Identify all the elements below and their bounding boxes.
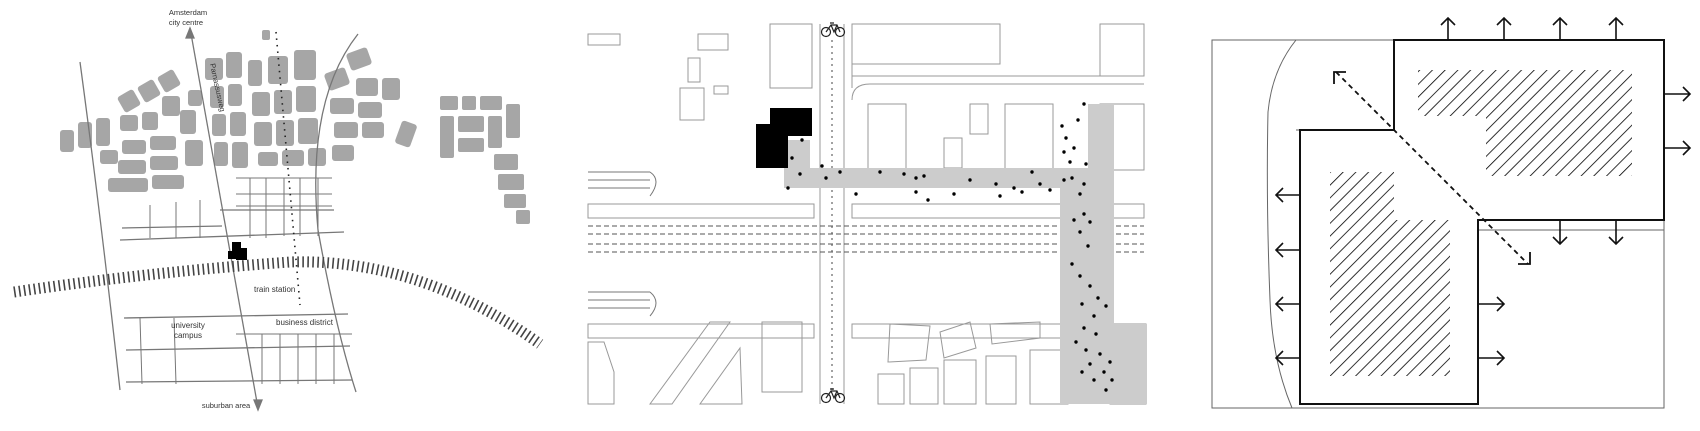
label-university-2: campus (174, 331, 202, 340)
hatched-volume-north (1418, 70, 1632, 176)
rail-tracks (588, 225, 1144, 253)
context-map: Amsterdam city centre Parnassusweg train… (13, 8, 544, 412)
metro-line (275, 31, 301, 306)
bicycle-icon (820, 388, 846, 404)
building-diagram-panel (1200, 0, 1700, 426)
label-university-1: university (171, 321, 205, 330)
public-plaza (784, 104, 1114, 404)
label-north-2: city centre (169, 18, 203, 27)
building-outline (1299, 39, 1665, 405)
plaza-south (1090, 324, 1146, 404)
canal-edge (1266, 39, 1297, 409)
city-blocks (60, 30, 530, 224)
hatched-volume-south (1330, 172, 1450, 376)
site-building (228, 242, 247, 260)
bicycle-icon (820, 22, 846, 38)
label-north-1: Amsterdam (169, 8, 207, 17)
plaza-entry (784, 140, 810, 176)
site-building (756, 108, 812, 168)
people-dots (786, 102, 1114, 392)
street-grid (139, 177, 352, 385)
building-diagram (1211, 16, 1692, 409)
label-south: suburban area (202, 401, 251, 410)
label-business: business district (276, 318, 334, 327)
roads (79, 27, 359, 409)
site-plan (587, 22, 1147, 405)
arrow-icon (1518, 252, 1531, 265)
main-road (819, 24, 845, 404)
arrow-icon (1333, 71, 1346, 84)
arrow-icon (1274, 16, 1692, 366)
railway (13, 256, 544, 349)
site-plan-panel (570, 0, 1160, 426)
platform-ramps (588, 171, 657, 317)
label-train-station: train station (254, 285, 295, 294)
arrow-icon (185, 26, 263, 412)
context-map-panel: Amsterdam city centre Parnassusweg train… (0, 0, 560, 426)
diagonal-route (1335, 71, 1529, 265)
